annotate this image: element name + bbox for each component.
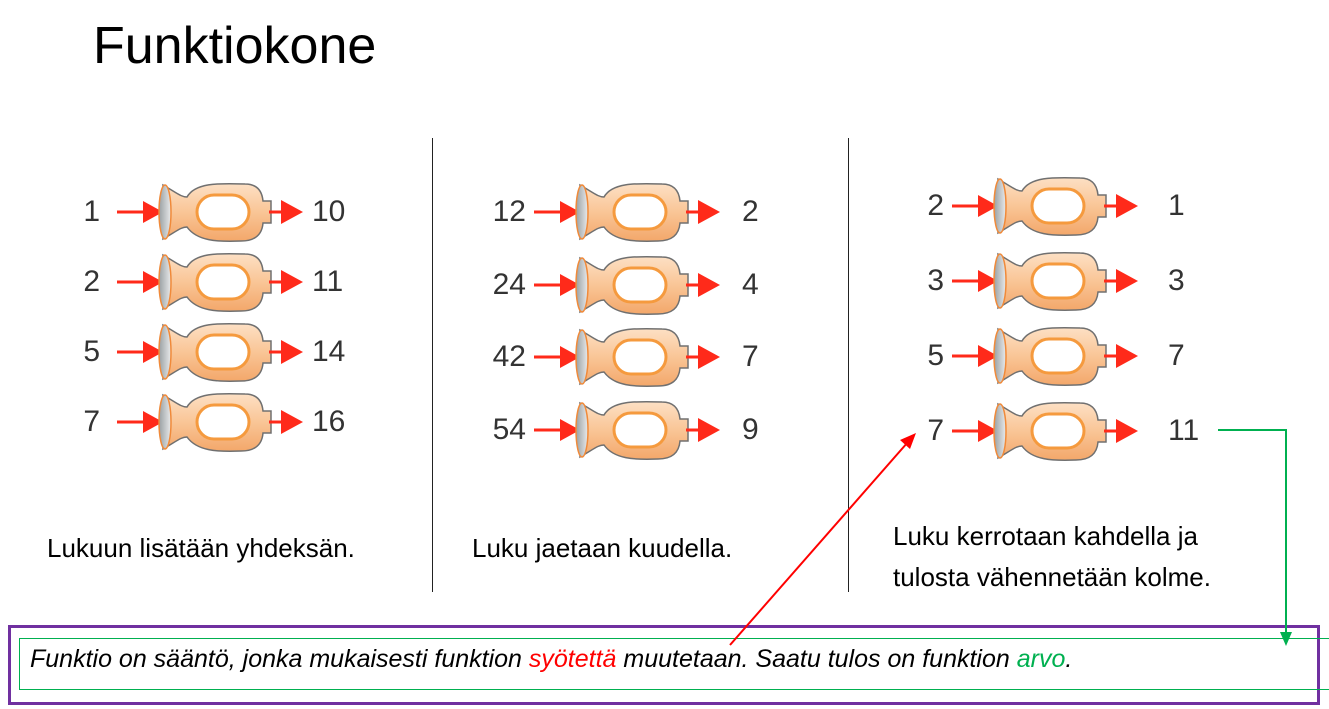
output-value: 3 bbox=[1168, 264, 1185, 297]
output-value: 16 bbox=[312, 405, 346, 438]
input-term: syötettä bbox=[528, 645, 617, 673]
caption-line: Luku kerrotaan kahdella ja bbox=[893, 521, 1198, 551]
output-value: 14 bbox=[312, 335, 346, 368]
caption-line: tulosta vähennetään kolme. bbox=[893, 562, 1211, 592]
input-value: 24 bbox=[492, 268, 526, 301]
definition-frame bbox=[8, 625, 1320, 705]
output-value: 11 bbox=[312, 265, 344, 298]
output-value: 1 bbox=[1168, 189, 1185, 222]
output-value: 7 bbox=[1168, 339, 1185, 372]
definition-inner-frame bbox=[19, 638, 1329, 690]
output-value: 10 bbox=[312, 195, 346, 228]
input-value: 7 bbox=[927, 414, 944, 447]
input-value: 2 bbox=[927, 189, 944, 222]
definition-text: muutetaan. Saatu tulos on funktion bbox=[616, 645, 1017, 673]
definition-text: Funktio on sääntö, jonka mukaisesti funk… bbox=[30, 645, 529, 673]
input-value: 5 bbox=[83, 335, 100, 368]
definition-text: . bbox=[1065, 645, 1073, 673]
input-value: 54 bbox=[492, 413, 526, 446]
input-value: 12 bbox=[492, 195, 526, 228]
input-value: 7 bbox=[83, 405, 100, 438]
column-divider bbox=[432, 138, 433, 592]
input-pointer-arrow bbox=[729, 433, 916, 646]
input-value: 5 bbox=[927, 339, 944, 372]
output-value: 11 bbox=[1168, 414, 1200, 447]
input-value: 42 bbox=[492, 340, 526, 373]
input-value: 1 bbox=[83, 195, 100, 228]
slide-title: Funktiokone bbox=[93, 17, 377, 75]
column-divider bbox=[848, 138, 849, 592]
output-value: 7 bbox=[742, 340, 759, 373]
caption-column-3: Luku kerrotaan kahdella ja tulosta vähen… bbox=[893, 516, 1211, 598]
value-term: arvo bbox=[1016, 645, 1066, 673]
input-value: 3 bbox=[927, 264, 944, 297]
output-value: 2 bbox=[742, 195, 759, 228]
output-value: 9 bbox=[742, 413, 759, 446]
input-value: 2 bbox=[83, 265, 100, 298]
function-definition: Funktio on sääntö, jonka mukaisesti funk… bbox=[30, 645, 1072, 674]
caption-column-1: Lukuun lisätään yhdeksän. bbox=[47, 533, 355, 563]
caption-column-2: Luku jaetaan kuudella. bbox=[472, 533, 733, 563]
value-pointer-arrow bbox=[1218, 429, 1292, 646]
output-value: 4 bbox=[742, 268, 759, 301]
